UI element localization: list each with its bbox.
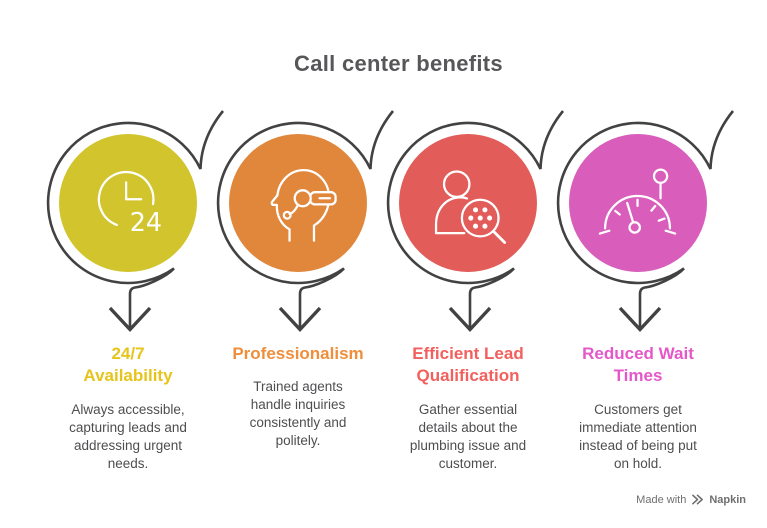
headset-agent-icon	[270, 168, 337, 242]
benefit-heading: 24/7 Availability	[83, 344, 173, 386]
benefit-column-professionalism: Professionalism Trained agents handle in…	[213, 110, 395, 450]
benefit-heading: Efficient Lead Qualification	[412, 344, 524, 386]
circle-arrow-motif	[216, 110, 395, 332]
benefit-column-reduced-wait: Reduced Wait Times Customers get immedia…	[553, 110, 735, 473]
benefit-description: Always accessible, capturing leads and a…	[69, 401, 187, 471]
made-with-label: Made with	[636, 493, 687, 506]
person-magnifier-icon	[434, 170, 507, 244]
clock-24-icon: 24	[97, 170, 162, 237]
svg-text:24: 24	[130, 207, 162, 237]
benefit-heading: Professionalism	[232, 344, 364, 363]
napkin-logo-icon	[692, 494, 704, 505]
swirl-arrow	[46, 110, 225, 332]
napkin-brand-label: Napkin	[709, 493, 746, 506]
made-with-napkin: Made with Napkin	[636, 493, 746, 506]
swirl-arrow	[556, 110, 735, 332]
benefit-column-lead-qualification: Efficient Lead Qualification Gather esse…	[383, 110, 565, 473]
page-title: Call center benefits	[294, 51, 503, 76]
benefit-description: Customers get immediate attention instea…	[579, 401, 697, 471]
benefit-heading: Reduced Wait Times	[582, 344, 694, 386]
swirl-arrow	[386, 110, 565, 332]
circle-arrow-motif	[386, 110, 565, 332]
benefit-description: Gather essential details about the plumb…	[409, 401, 527, 471]
arrow-down-icon	[278, 306, 322, 332]
arrow-down-icon	[108, 306, 152, 332]
circle-arrow-motif	[556, 110, 735, 332]
speedometer-icon	[598, 168, 677, 235]
circle-arrow-motif: 24	[46, 110, 225, 332]
benefit-circle	[59, 134, 197, 272]
arrow-down-icon	[618, 306, 662, 332]
benefit-description: Trained agents handle inquiries consiste…	[249, 379, 347, 449]
benefit-column-availability: 24 24/7 Availability Always accessible, …	[43, 110, 225, 473]
arrow-down-icon	[448, 306, 492, 332]
swirl-arrow	[216, 110, 395, 332]
